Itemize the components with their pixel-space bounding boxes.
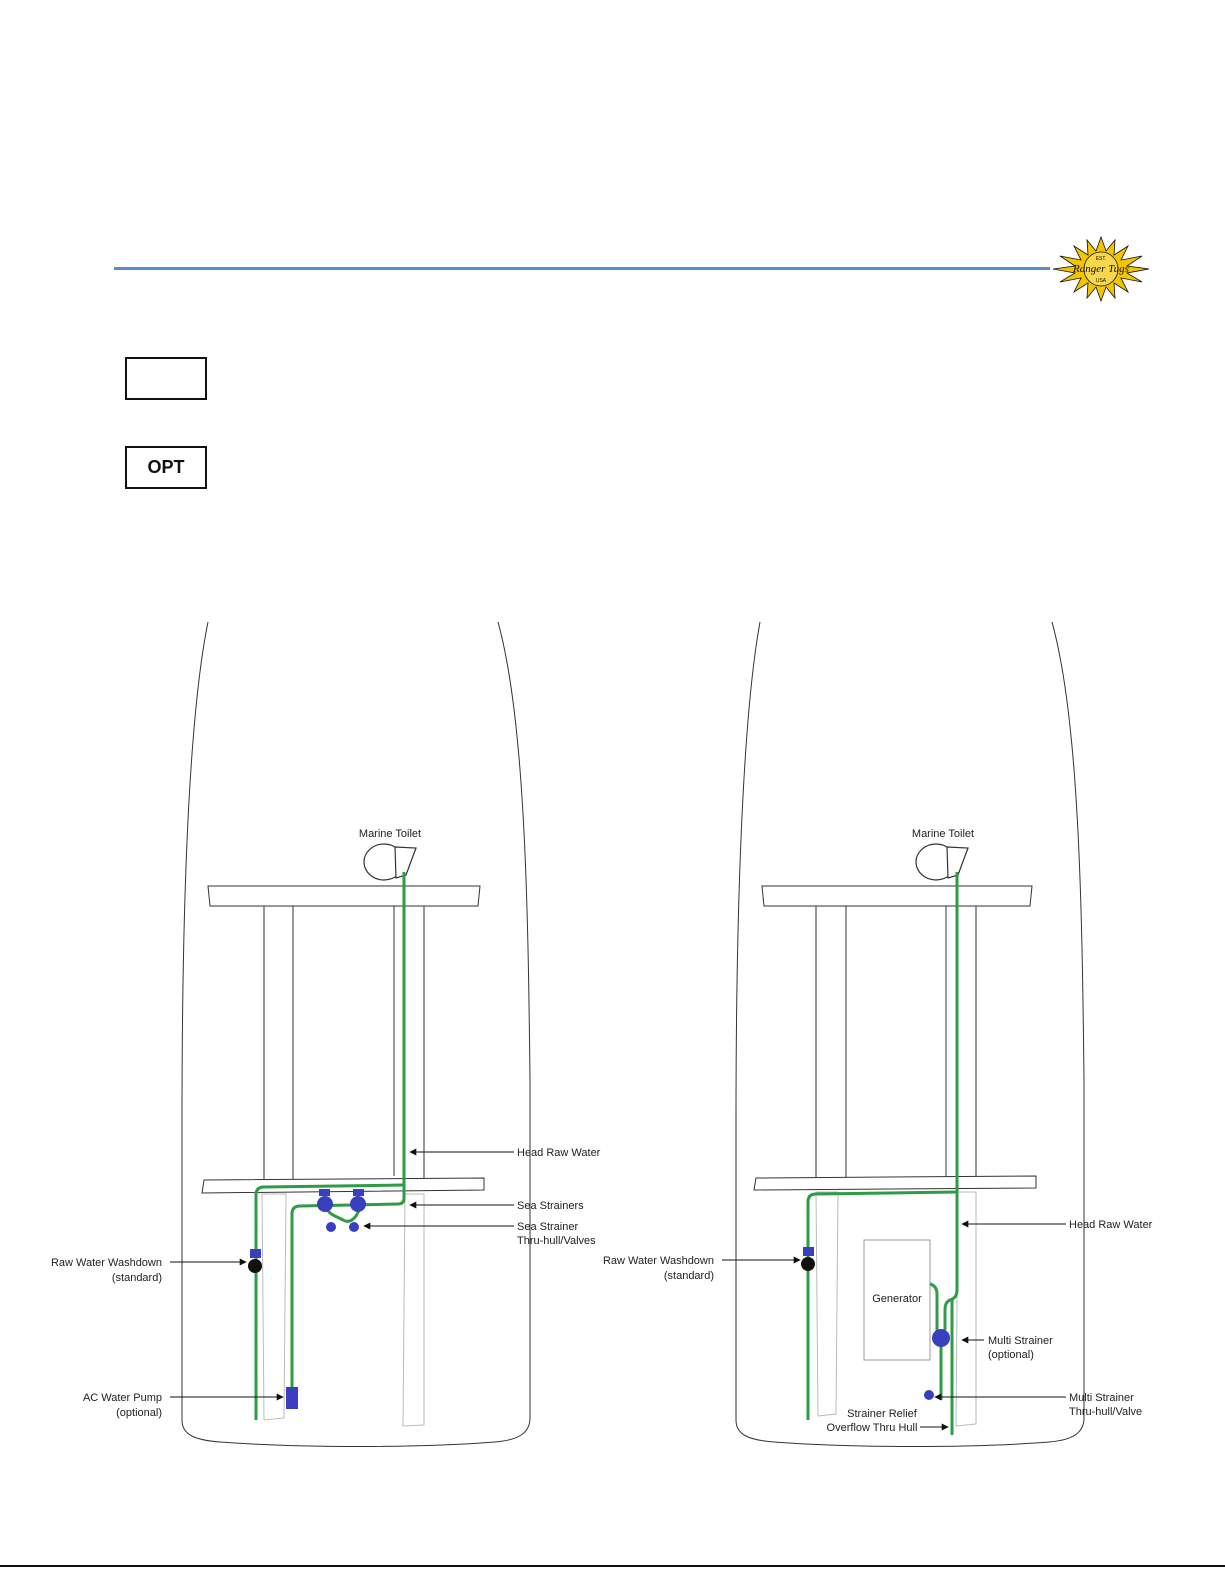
sea-strainer-valves-label-line2: Thru-hull/Valves xyxy=(517,1235,596,1247)
legend-standard-box xyxy=(125,357,207,400)
left-marine-toilet-label: Marine Toilet xyxy=(359,828,421,840)
logo-small-bottom: USA xyxy=(1096,278,1107,284)
logo-text: Ranger Tugs xyxy=(1072,263,1129,275)
multi-strainer-label-line1: Multi Strainer xyxy=(988,1335,1053,1347)
raw-water-system-diagram: Marine Toilet Head Raw Water Sea Straine… xyxy=(51,621,1153,1447)
ac-water-pump-label-line1: AC Water Pump xyxy=(83,1392,162,1404)
multi-strainer-label-line2: (optional) xyxy=(988,1349,1034,1361)
right-washdown-label-line1: Raw Water Washdown xyxy=(603,1255,714,1267)
ac-water-pump-label-line2: (optional) xyxy=(116,1407,162,1419)
sea-strainers-label: Sea Strainers xyxy=(517,1200,584,1212)
multi-strainer-icon xyxy=(932,1329,950,1347)
logo-small-top: EST. xyxy=(1096,256,1107,262)
ac-water-pump-icon xyxy=(286,1387,298,1409)
ranger-tugs-logo: EST. Ranger Tugs USA xyxy=(1052,236,1150,302)
right-head-raw-water-label: Head Raw Water xyxy=(1069,1219,1153,1231)
right-marine-toilet-label: Marine Toilet xyxy=(912,828,974,840)
strainer-relief-label-line1: Strainer Relief xyxy=(847,1408,918,1420)
left-head-raw-water-label: Head Raw Water xyxy=(517,1147,601,1159)
right-marine-toilet-icon xyxy=(915,843,969,881)
marine-toilet-icon xyxy=(363,843,417,881)
generator-label: Generator xyxy=(872,1293,922,1305)
sea-strainer-valves-label-line1: Sea Strainer xyxy=(517,1221,578,1233)
left-washdown-label-line1: Raw Water Washdown xyxy=(51,1257,162,1269)
multi-strainer-valve-icon xyxy=(924,1390,934,1400)
sea-strainer-icons xyxy=(317,1189,366,1232)
legend-optional-box: OPT xyxy=(125,446,207,489)
right-plumbing-lines xyxy=(806,872,959,1435)
right-washdown-label-line2: (standard) xyxy=(664,1270,714,1282)
strainer-relief-label-line2: Overflow Thru Hull xyxy=(827,1422,918,1434)
right-hull-diagram: Generator Marine Toil xyxy=(603,621,1153,1447)
left-washdown-pump-icon xyxy=(248,1249,262,1273)
header-rule xyxy=(114,267,1050,270)
generator-box xyxy=(863,1239,931,1361)
left-hull-diagram: Marine Toilet Head Raw Water Sea Straine… xyxy=(51,621,601,1447)
multi-strainer-valve-label-line1: Multi Strainer xyxy=(1069,1392,1134,1404)
left-washdown-label-line2: (standard) xyxy=(112,1272,162,1284)
left-plumbing-lines xyxy=(254,872,406,1420)
footer-rule xyxy=(0,1565,1225,1567)
right-washdown-pump-icon xyxy=(801,1247,815,1271)
multi-strainer-valve-label-line2: Thru-hull/Valve xyxy=(1069,1406,1142,1418)
